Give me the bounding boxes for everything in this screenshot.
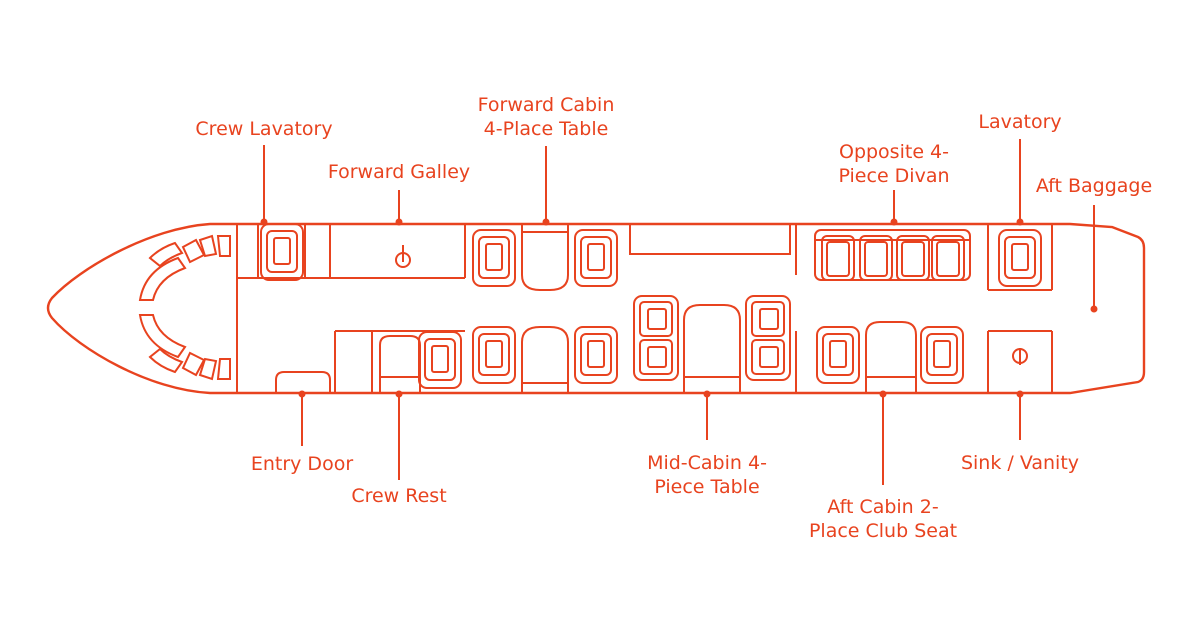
label-sink-vanity: Sink / Vanity <box>961 452 1079 474</box>
label-opposite-divan-line1: Opposite 4- <box>839 141 949 163</box>
label-mid-cabin-line2: Piece Table <box>654 476 759 498</box>
label-aft-baggage: Aft Baggage <box>1036 175 1152 197</box>
entry-door-unit <box>275 371 331 393</box>
label-lavatory: Lavatory <box>978 111 1061 133</box>
leader-lines <box>260 139 1098 485</box>
divan-unit <box>814 229 971 281</box>
crew-rest-unit <box>334 331 462 393</box>
label-mid-cabin-line1: Mid-Cabin 4- <box>647 452 767 474</box>
label-aft-cabin-line1: Aft Cabin 2- <box>827 496 938 518</box>
cockpit-seats <box>138 234 231 381</box>
label-opposite-divan-line2: Piece Divan <box>838 165 949 187</box>
label-crew-rest: Crew Rest <box>351 485 446 507</box>
label-entry-door: Entry Door <box>251 453 353 475</box>
credenza <box>629 223 797 275</box>
forward-cabin-table-unit <box>472 224 618 393</box>
label-crew-lavatory: Crew Lavatory <box>195 118 332 140</box>
label-forward-cabin-line1: Forward Cabin <box>478 94 615 116</box>
aft-lavatory-unit <box>987 224 1053 291</box>
mid-cabin-table-unit <box>633 295 797 393</box>
aft-cabin-club-seat-unit <box>816 321 964 393</box>
label-forward-galley: Forward Galley <box>328 161 470 183</box>
crew-lavatory-unit <box>257 223 306 281</box>
label-aft-cabin-line2: Place Club Seat <box>809 520 957 542</box>
labels: Crew Lavatory Forward Galley Forward Cab… <box>195 94 1152 542</box>
sink-vanity-unit <box>987 330 1053 393</box>
label-forward-cabin-line2: 4-Place Table <box>484 118 609 140</box>
forward-galley-unit <box>329 224 466 278</box>
